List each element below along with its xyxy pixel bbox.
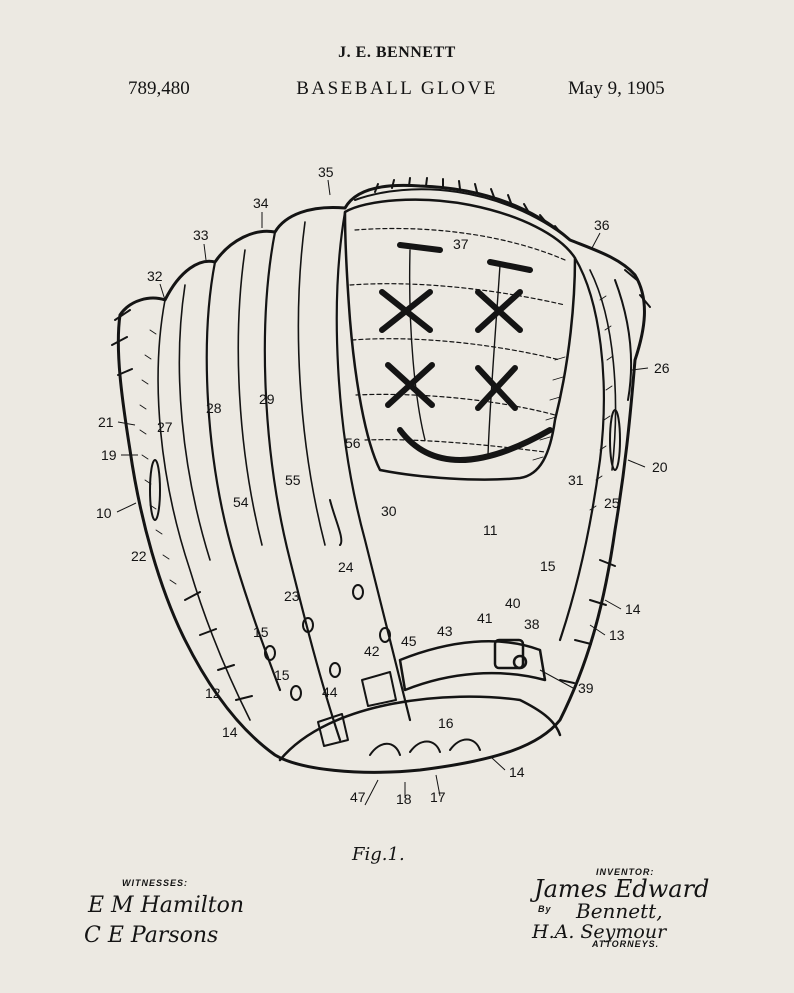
ref-15c: 15	[274, 667, 290, 683]
witness-1-signature: E M Hamilton	[87, 893, 244, 918]
patent-date: May 9, 1905	[568, 78, 665, 99]
ref-41: 41	[477, 610, 493, 626]
inventor-name: J. E. BENNETT	[338, 44, 456, 61]
ref-25: 25	[604, 495, 620, 511]
by-label: By	[538, 904, 552, 914]
ref-13: 13	[609, 627, 625, 643]
ref-26: 26	[654, 360, 670, 376]
inventor-signature-2: Bennett,	[575, 899, 663, 923]
ref-29: 29	[259, 391, 275, 407]
patent-number: 789,480	[128, 78, 190, 99]
reference-numerals: 35 34 33 32 36 37 26 21 28 29 27 19 56 2…	[96, 164, 670, 807]
ref-14: 14	[625, 601, 641, 617]
glove-outline	[116, 183, 646, 774]
ref-12: 12	[205, 685, 221, 701]
ref-17: 17	[430, 789, 446, 805]
ref-33: 33	[193, 227, 209, 243]
ref-15: 15	[540, 558, 556, 574]
web	[343, 198, 577, 481]
finger-3	[335, 210, 412, 722]
ref-14c: 14	[509, 764, 525, 780]
ref-34: 34	[253, 195, 269, 211]
finger-2	[263, 230, 342, 742]
finger-1	[205, 260, 282, 692]
ref-22: 22	[131, 548, 147, 564]
ref-18: 18	[396, 791, 412, 807]
ref-27: 27	[157, 419, 173, 435]
witness-2-signature: C E Parsons	[84, 923, 218, 948]
inventor-signature-1: James Edward	[529, 875, 709, 903]
ref-39: 39	[578, 680, 594, 696]
heel-binding	[278, 695, 562, 762]
ref-44: 44	[322, 684, 338, 700]
ref-24: 24	[338, 559, 354, 575]
ref-31: 31	[568, 472, 584, 488]
ref-30: 30	[381, 503, 397, 519]
attorney-signature: H.A. Seymour	[531, 921, 668, 943]
thumb	[558, 256, 605, 642]
ref-36: 36	[594, 217, 610, 233]
figure-caption: Fig.1.	[351, 844, 405, 865]
ref-19: 19	[101, 447, 117, 463]
ref-42: 42	[364, 643, 380, 659]
attorneys-label: ATTORNEYS.	[591, 939, 659, 949]
baseball-glove-illustration	[111, 177, 651, 774]
ref-14b: 14	[222, 724, 238, 740]
ref-21: 21	[98, 414, 114, 430]
ref-16: 16	[438, 715, 454, 731]
ref-15b: 15	[253, 624, 269, 640]
ref-47: 47	[350, 789, 366, 805]
ref-54: 54	[233, 494, 249, 510]
ref-55: 55	[285, 472, 301, 488]
ref-37: 37	[453, 236, 469, 252]
ref-56: 56	[345, 435, 361, 451]
patent-title: BASEBALL GLOVE	[296, 78, 498, 99]
ref-23: 23	[284, 588, 300, 604]
ref-20: 20	[652, 459, 668, 475]
wrist-strap	[398, 640, 547, 692]
ref-43: 43	[437, 623, 453, 639]
inventor-label: INVENTOR:	[596, 867, 654, 877]
witnesses-label: WITNESSES:	[122, 878, 188, 888]
ref-38: 38	[524, 616, 540, 632]
ref-32: 32	[147, 268, 163, 284]
ref-28: 28	[206, 400, 222, 416]
ref-11: 11	[483, 522, 498, 538]
ref-10: 10	[96, 505, 112, 521]
ref-45: 45	[401, 633, 417, 649]
ref-35: 35	[318, 164, 334, 180]
ref-40: 40	[505, 595, 521, 611]
